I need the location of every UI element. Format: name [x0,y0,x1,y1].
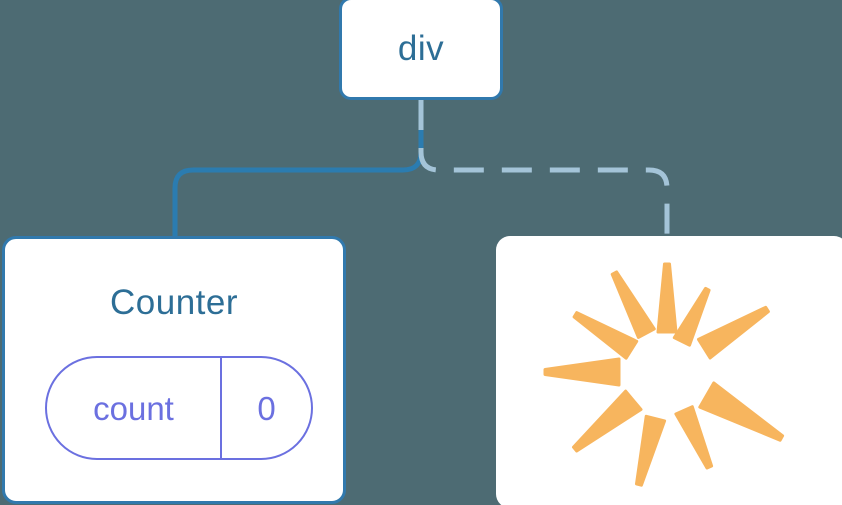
node-sparkle[interactable] [496,236,842,505]
sparkle-ray-10 [697,305,770,360]
sparkle-ray-6 [572,389,643,453]
sparkle-ray-1 [672,286,711,347]
sparkle-ray-3 [610,270,656,339]
sparkle-ray-9 [698,381,785,442]
node-counter-title: Counter [109,283,239,322]
sparkle-ray-4 [572,311,639,360]
node-counter[interactable]: Counter count 0 [2,236,346,504]
edge-div-to-sparkle [418,100,670,238]
sparkle-ray-5 [543,357,621,387]
state-pill-key-cell: count [47,358,222,458]
sparkle-ray-8 [674,405,714,470]
state-pill-value-cell: 0 [222,358,311,458]
state-pill-value: 0 [257,389,276,427]
node-div[interactable]: div [339,0,503,100]
sparkle-burst-icon [543,262,785,487]
state-pill-count[interactable]: count 0 [45,356,313,460]
edge-div-to-counter [172,97,424,241]
sparkle-ray-2 [656,262,678,334]
node-div-label: div [397,29,445,68]
state-pill-key: count [93,389,174,427]
sparkle-ray-7 [635,414,667,487]
